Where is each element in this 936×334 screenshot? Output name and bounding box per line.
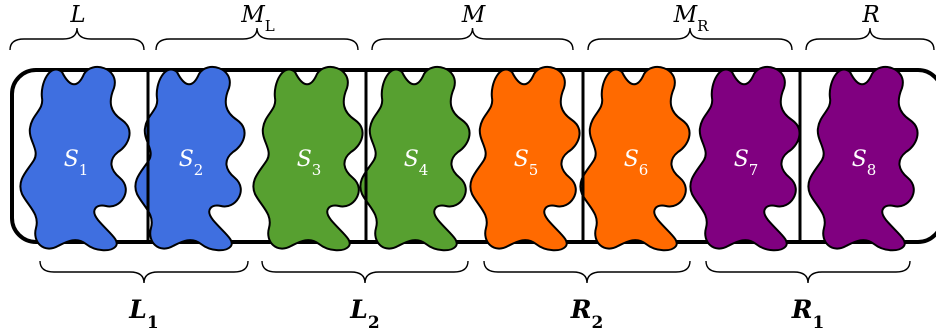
brace-shape — [9, 27, 145, 51]
blob-label-4-var: S — [404, 147, 419, 172]
brace-shape — [155, 27, 359, 51]
blob-shape — [134, 65, 246, 252]
bottom-brace-3: R2 — [483, 260, 691, 333]
container-outline — [10, 68, 936, 244]
blob-label-5-sub: 5 — [529, 161, 539, 179]
blob-label-6: S6 — [624, 147, 649, 179]
blob-label-7-sub: 7 — [749, 161, 759, 179]
top-brace-label-1-var: L — [69, 2, 85, 28]
bottom-brace-label-3: R2 — [570, 295, 604, 333]
blob-label-4-sub: 4 — [419, 161, 429, 179]
bottom-brace-label-3-sub: 2 — [591, 313, 603, 333]
bottom-brace-label-4: R1 — [791, 295, 825, 333]
bottom-brace-4: R1 — [705, 260, 911, 333]
blob-label-3-var: S — [297, 147, 312, 172]
blob-shape — [689, 65, 801, 252]
blob-7: S7 — [689, 65, 801, 252]
blob-label-3-sub: 3 — [312, 161, 322, 179]
bottom-brace-1: L1 — [39, 260, 249, 333]
top-brace-2: ML — [155, 2, 359, 51]
bottom-brace-label-2-sub: 2 — [368, 313, 380, 333]
blob-label-4: S4 — [404, 147, 429, 179]
partition-dividers — [146, 70, 802, 242]
brace-shape — [705, 260, 911, 284]
blob-label-5-var: S — [514, 147, 529, 172]
brace-shape — [39, 260, 249, 284]
blob-shape — [469, 65, 581, 252]
blob-label-7: S7 — [734, 147, 759, 179]
blob-shape — [359, 65, 471, 252]
brace-shape — [371, 27, 574, 51]
blob-label-5: S5 — [514, 147, 539, 179]
bottom-brace-2: L2 — [261, 260, 469, 333]
bottom-brace-label-1-sub: 1 — [147, 313, 159, 333]
top-brace-label-3-var: M — [461, 2, 487, 28]
brace-shape — [483, 260, 691, 284]
top-brace-label-1: L — [69, 2, 85, 28]
top-brace-label-2-var: M — [240, 2, 266, 28]
blob-8: S8 — [807, 65, 919, 252]
top-brace-label-4-var: M — [673, 2, 699, 28]
blob-shape — [807, 65, 919, 252]
top-brace-label-4-sub: R — [697, 17, 709, 35]
blob-shape — [579, 65, 691, 252]
blob-label-6-var: S — [624, 147, 639, 172]
top-brace-label-4: MR — [673, 2, 710, 35]
top-brace-label-2: ML — [240, 2, 275, 35]
bottom-brace-label-4-var: R — [791, 295, 813, 324]
bottom-brace-label-4-sub: 1 — [812, 313, 824, 333]
blob-2: S2 — [134, 65, 246, 252]
blob-label-7-var: S — [734, 147, 749, 172]
brace-shape — [587, 27, 793, 51]
bottom-brace-label-1: L1 — [128, 295, 158, 333]
top-brace-4: MR — [587, 2, 793, 51]
blob-label-1: S1 — [64, 147, 89, 179]
top-brace-label-5: R — [861, 2, 879, 28]
brace-shape — [261, 260, 469, 284]
top-brace-label-2-sub: L — [265, 17, 275, 35]
blob-label-8: S8 — [852, 147, 877, 179]
blob-label-1-var: S — [64, 147, 79, 172]
top-brace-3: M — [371, 2, 574, 51]
top-brace-label-3: M — [461, 2, 487, 28]
blob-5: S5 — [469, 65, 581, 252]
blob-label-3: S3 — [297, 147, 322, 179]
blob-1: S1 — [19, 65, 131, 252]
blob-6: S6 — [579, 65, 691, 252]
blob-label-1-sub: 1 — [79, 161, 89, 179]
blob-label-2-var: S — [179, 147, 194, 172]
top-brace-label-5-var: R — [861, 2, 879, 28]
top-brace-5: R — [805, 2, 935, 51]
blob-label-2-sub: 2 — [194, 161, 204, 179]
bottom-brace-label-2: L2 — [349, 295, 379, 333]
blob-3: S3 — [252, 65, 364, 252]
blob-4: S4 — [359, 65, 471, 252]
blob-shape — [19, 65, 131, 252]
blob-label-6-sub: 6 — [639, 161, 649, 179]
blob-label-8-var: S — [852, 147, 867, 172]
bottom-brace-label-2-var: L — [349, 295, 368, 324]
blob-shape — [252, 65, 364, 252]
bottom-brace-label-3-var: R — [570, 295, 592, 324]
bottom-brace-label-1-var: L — [128, 295, 147, 324]
top-brace-1: L — [9, 2, 145, 51]
blob-label-8-sub: 8 — [867, 161, 877, 179]
brace-shape — [805, 27, 935, 51]
blob-label-2: S2 — [179, 147, 204, 179]
